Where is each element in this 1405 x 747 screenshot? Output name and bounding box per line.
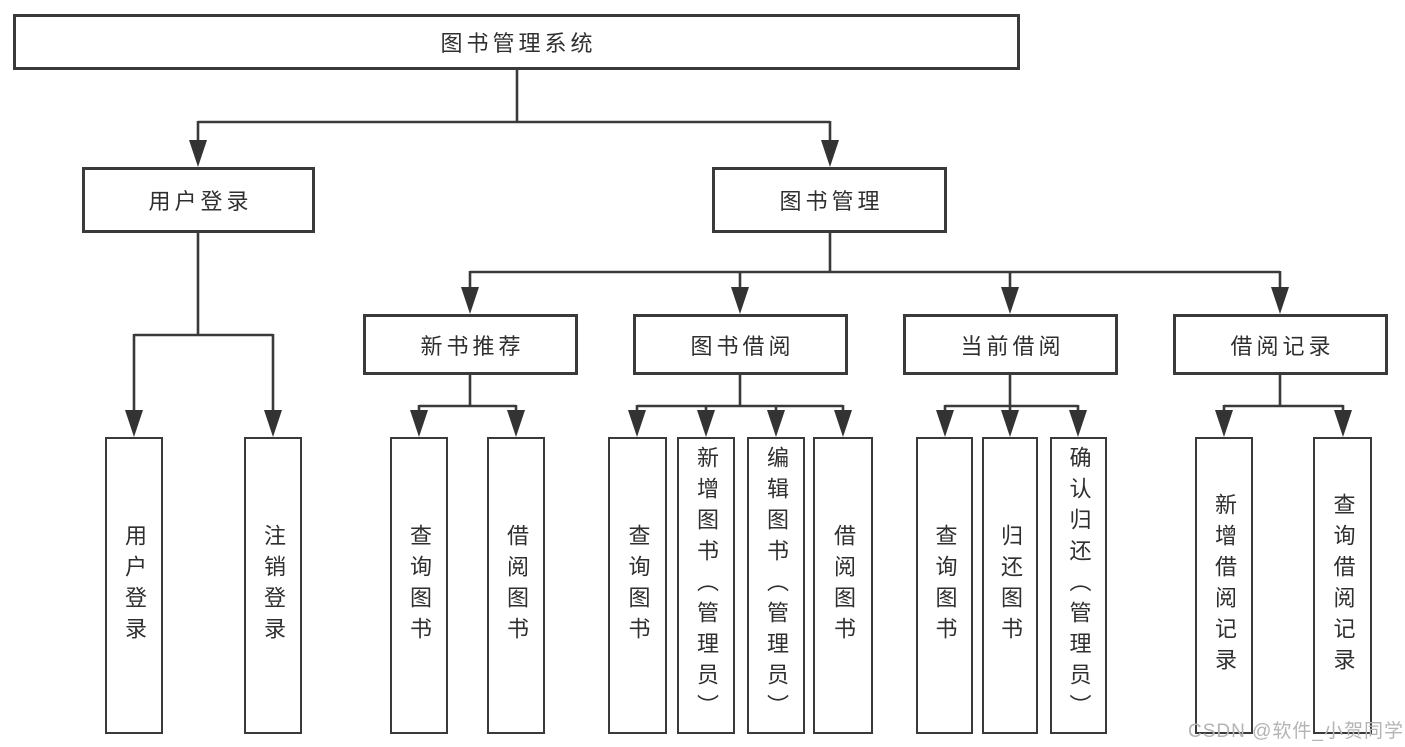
node-book-management-branch-label: 图书管理 [779, 189, 884, 214]
leaf-recommend-borrow-books: 借阅图书 [487, 437, 545, 734]
leaf-add-borrow-record: 新增借阅记录 [1195, 437, 1253, 734]
leaf-edit-books-admin: 编辑图书（管理员） [747, 437, 805, 734]
arrow-down-icon [697, 410, 715, 437]
arrow-down-icon [628, 410, 646, 437]
arrow-down-icon [936, 410, 954, 437]
arrow-down-icon [834, 410, 852, 437]
leaf-borrow-query-books: 查询图书 [608, 437, 667, 734]
leaf-query-borrow-record: 查询借阅记录 [1313, 437, 1372, 734]
arrow-down-icon [1271, 287, 1289, 314]
arrow-down-icon [1215, 410, 1233, 437]
leaf-user-login: 用户登录 [105, 437, 163, 734]
arrow-down-icon [767, 410, 785, 437]
leaf-logout: 注销登录 [244, 437, 302, 734]
arrow-down-icon [1001, 287, 1019, 314]
leaf-current-query-books: 查询图书 [916, 437, 973, 734]
arrow-down-icon [1001, 410, 1019, 437]
node-borrow-records-label: 借阅记录 [1230, 333, 1335, 359]
leaf-recommend-query-books: 查询图书 [390, 437, 448, 734]
watermark: CSDN @软件_小贺同学 [1188, 721, 1404, 742]
leaf-borrow-books: 借阅图书 [813, 437, 873, 734]
node-book-management-branch: 图书管理 [712, 167, 947, 233]
leaf-add-books-admin: 新增图书（管理员） [677, 437, 735, 734]
arrow-down-icon [189, 140, 207, 167]
arrow-down-icon [507, 410, 525, 437]
arrow-down-icon [410, 410, 428, 437]
node-book-borrow-label: 图书借阅 [690, 333, 795, 359]
node-new-book-recommend: 新书推荐 [363, 314, 578, 375]
node-root: 图书管理系统 [13, 14, 1020, 70]
arrow-down-icon [731, 287, 749, 314]
node-current-borrow-label: 当前借阅 [960, 333, 1065, 359]
arrow-down-icon [264, 410, 282, 437]
arrow-down-icon [125, 410, 143, 437]
arrow-down-icon [821, 140, 839, 167]
arrow-down-icon [461, 287, 479, 314]
node-borrow-records: 借阅记录 [1173, 314, 1388, 375]
node-user-login-branch: 用户登录 [82, 167, 315, 233]
leaf-return-books: 归还图书 [982, 437, 1038, 734]
node-book-borrow: 图书借阅 [633, 314, 848, 375]
leaf-confirm-return-admin: 确认归还（管理员） [1050, 437, 1107, 734]
arrow-down-icon [1069, 410, 1087, 437]
node-current-borrow: 当前借阅 [903, 314, 1118, 375]
arrow-down-icon [1334, 410, 1352, 437]
node-user-login-branch-label: 用户登录 [148, 189, 253, 214]
node-root-label: 图书管理系统 [440, 31, 597, 56]
node-new-book-recommend-label: 新书推荐 [420, 333, 525, 359]
